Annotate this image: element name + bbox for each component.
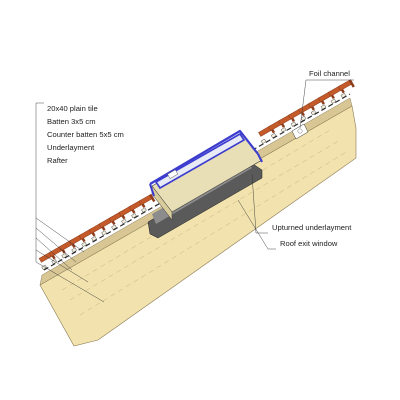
legend-underlayment: Underlayment <box>47 143 95 152</box>
batten <box>280 127 287 133</box>
wood-grain <box>69 139 341 301</box>
plain-tile <box>138 193 156 206</box>
batten <box>141 207 147 213</box>
callout-upturned-text: Upturned underlayment <box>272 223 352 232</box>
wood-grain <box>79 151 347 316</box>
callout-upturned: Upturned underlayment <box>251 173 352 234</box>
callout-window: Roof exit window <box>237 199 338 250</box>
tile-row <box>38 79 355 263</box>
batten <box>270 133 277 139</box>
batten <box>121 218 127 225</box>
batten <box>320 104 327 110</box>
legend-leader <box>35 250 105 303</box>
batten <box>290 121 297 127</box>
batten <box>260 138 267 144</box>
batten-row <box>41 92 347 270</box>
legend-rafter: Rafter <box>47 156 68 165</box>
batten <box>41 264 47 270</box>
batten <box>51 259 57 265</box>
batten <box>101 230 107 236</box>
callout-foil-channel: Foil channel <box>299 69 354 129</box>
batten <box>71 247 77 253</box>
legend-counter-batten: Counter batten 5x5 cm <box>47 130 124 139</box>
legend-leader <box>35 218 77 263</box>
batten <box>300 115 307 121</box>
batten <box>81 241 87 247</box>
layer-legend: 20x40 plain tile Batten 3x5 cm Counter b… <box>35 102 124 303</box>
legend-batten: Batten 3x5 cm <box>47 117 96 126</box>
plain-tile <box>337 79 355 91</box>
legend-plain-tile: 20x40 plain tile <box>47 104 98 113</box>
legend-leader <box>35 102 85 253</box>
batten <box>310 110 317 116</box>
callout-foil-text: Foil channel <box>309 69 350 78</box>
batten <box>330 98 337 104</box>
batten <box>91 236 97 242</box>
batten <box>61 253 67 259</box>
callout-window-text: Roof exit window <box>280 239 338 248</box>
batten <box>111 224 117 230</box>
batten <box>340 92 347 99</box>
batten <box>131 213 137 219</box>
roof-exit-window <box>149 129 263 221</box>
